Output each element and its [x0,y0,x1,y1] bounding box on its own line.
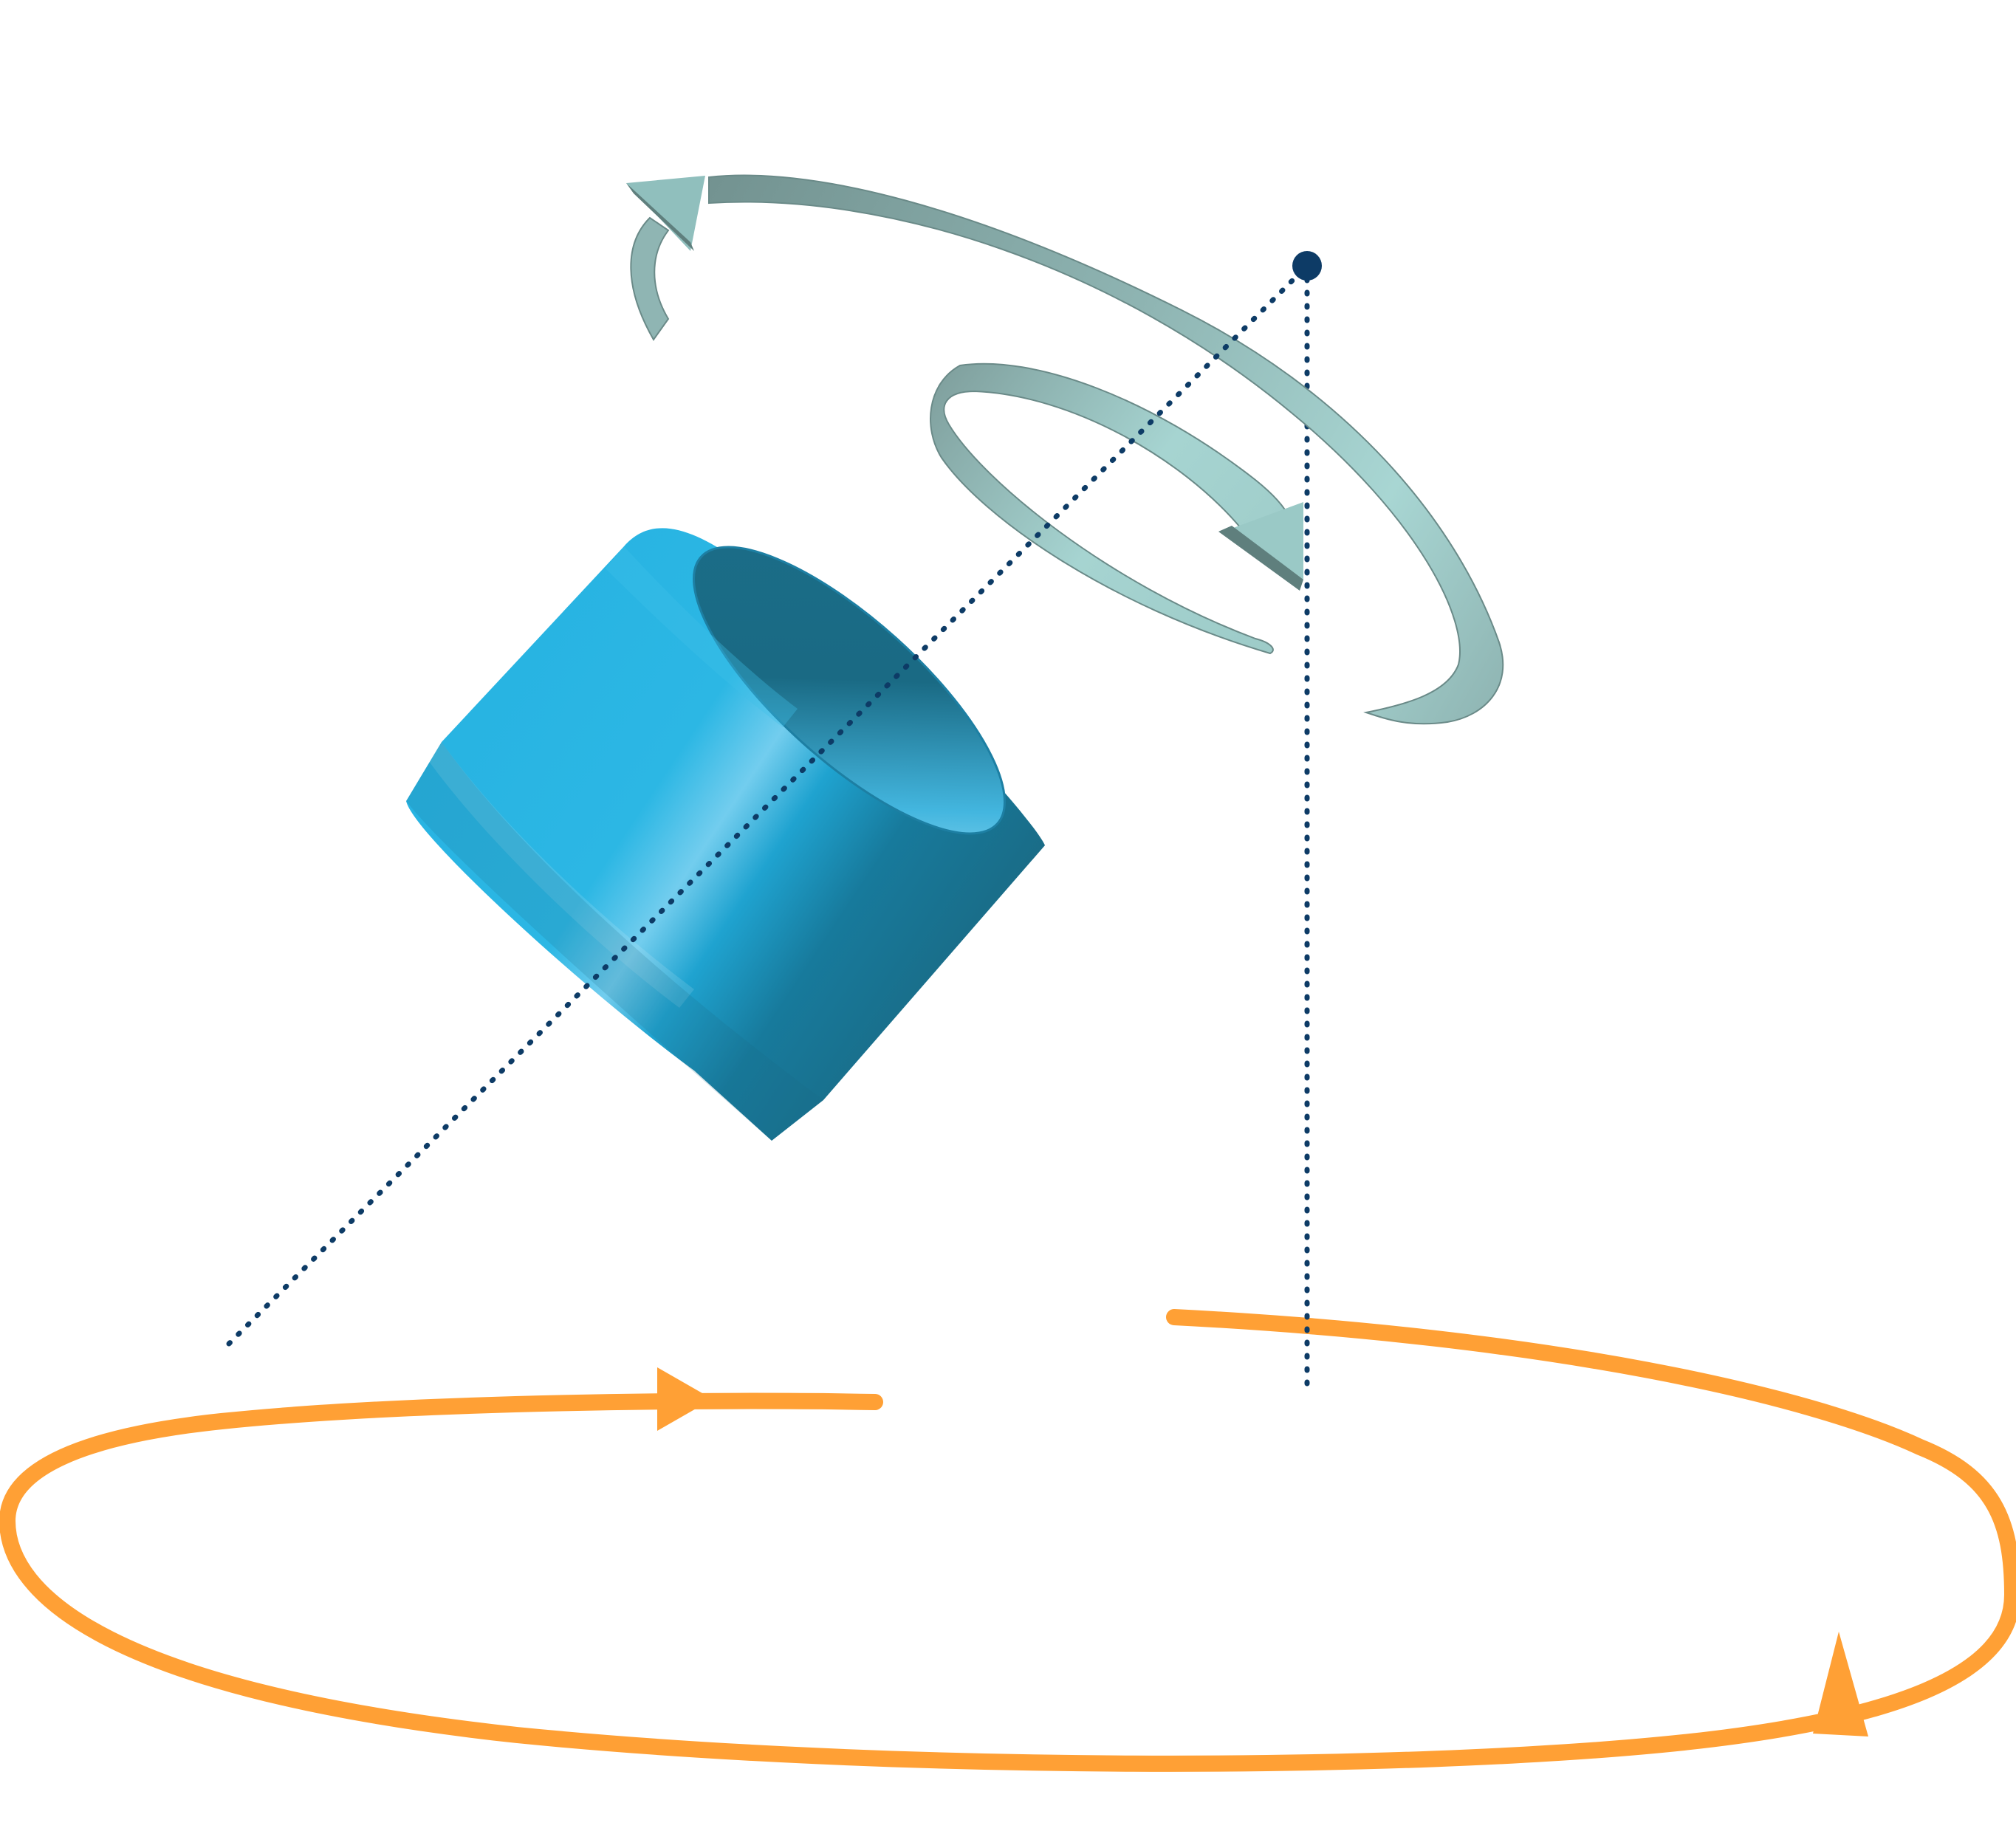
spin-arrowhead-edge [1218,526,1303,591]
curved-arrow-icon [930,363,1293,655]
cylinder-top-cap [693,546,1006,835]
spin-axis-line [226,263,1310,1347]
spin-arrowhead [1233,502,1303,580]
arrowhead-icon [1813,1632,1868,1736]
orbit-path [0,1309,2016,1772]
spinning-cylinder [406,528,1045,1141]
cylinder-rim-shadow [406,742,823,1141]
ribbon-arrowhead [626,176,705,251]
arrowhead-icon [657,1367,713,1431]
ribbon-arrowhead-edge [626,183,694,251]
orbit-inner-highlight [27,1430,224,1523]
precession-arrow [626,174,1504,725]
ribbon-tail [630,216,670,341]
spin-arrow [930,363,1303,655]
cylinder-band-top [606,546,798,727]
orbit-ring [0,1309,2016,1772]
dot-icon [1292,251,1322,281]
curved-arrow-icon [708,174,1504,725]
cylinder-band-bottom [428,742,694,1008]
